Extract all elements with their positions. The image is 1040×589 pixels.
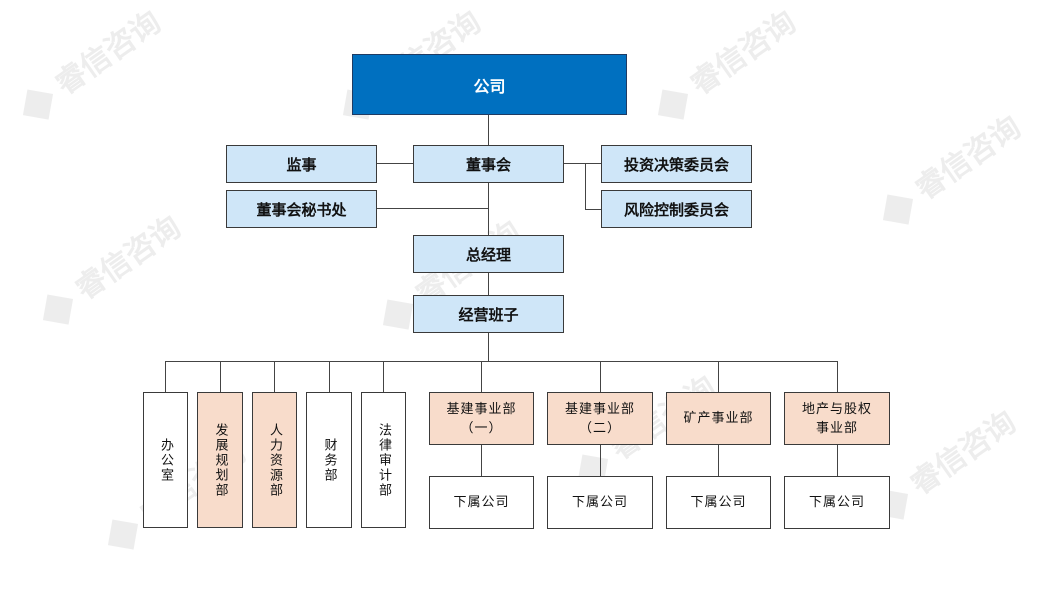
- infra-division-2-node: 基建事业部 （二）: [547, 392, 653, 445]
- finance-node: 财务部: [306, 392, 352, 528]
- infra-division-1-node: 基建事业部 （一）: [429, 392, 534, 445]
- connector: [837, 444, 838, 477]
- watermark: 睿信咨询: [12, 0, 168, 126]
- general-manager-node: 总经理: [413, 235, 564, 273]
- development-planning-node: 发展规划部: [197, 392, 243, 528]
- company-node: 公司: [352, 54, 627, 115]
- connector: [600, 444, 601, 477]
- board-secretary-node: 董事会秘书处: [226, 190, 377, 228]
- risk-committee-node: 风险控制委员会: [601, 190, 752, 228]
- subsidiary-node: 下属公司: [547, 476, 653, 529]
- connector: [718, 361, 719, 392]
- legal-audit-node: 法律审计部: [361, 392, 406, 528]
- connector: [718, 444, 719, 477]
- human-resources-node: 人力资源部: [252, 392, 297, 528]
- watermark: 睿信咨询: [872, 103, 1028, 231]
- investment-committee-node: 投资决策委员会: [601, 145, 752, 183]
- connector: [274, 361, 275, 392]
- watermark: 睿信咨询: [867, 398, 1023, 526]
- subsidiary-node: 下属公司: [784, 476, 890, 529]
- connector: [376, 163, 414, 164]
- office-node: 办公室: [143, 392, 188, 528]
- connector: [481, 361, 482, 392]
- connector: [165, 361, 166, 392]
- connector: [600, 361, 601, 392]
- watermark: 睿信咨询: [32, 203, 188, 331]
- realestate-equity-division-node: 地产与股权 事业部: [784, 392, 890, 445]
- connector: [376, 208, 488, 209]
- mining-division-node: 矿产事业部: [666, 392, 771, 445]
- connector: [488, 332, 489, 362]
- connector: [488, 115, 489, 146]
- connector: [837, 361, 838, 392]
- connector: [488, 182, 489, 236]
- connector: [329, 361, 330, 392]
- connector: [585, 209, 601, 210]
- supervisor-node: 监事: [226, 145, 377, 183]
- management-team-node: 经营班子: [413, 295, 564, 333]
- subsidiary-node: 下属公司: [666, 476, 771, 529]
- board-node: 董事会: [413, 145, 564, 183]
- connector: [220, 361, 221, 392]
- watermark: 睿信咨询: [647, 0, 803, 126]
- connector: [488, 273, 489, 296]
- connector: [383, 361, 384, 392]
- subsidiary-node: 下属公司: [429, 476, 534, 529]
- connector: [481, 444, 482, 477]
- connector: [564, 163, 601, 164]
- connector: [165, 361, 838, 362]
- connector: [585, 163, 586, 210]
